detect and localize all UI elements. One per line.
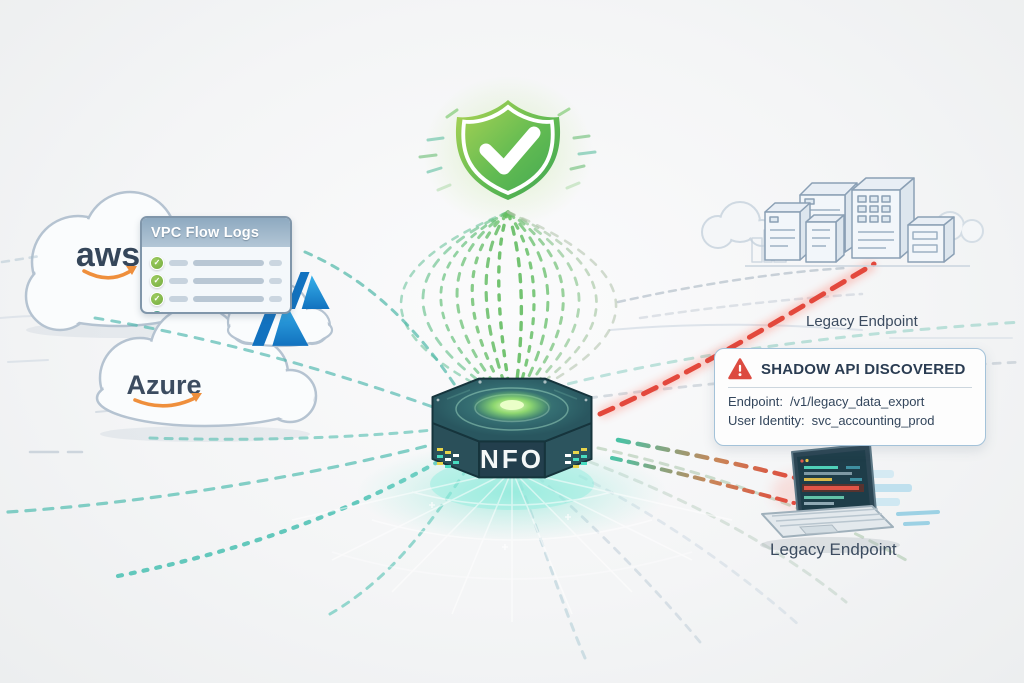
legacy-endpoint-label-buildings: Legacy Endpoint <box>806 313 918 330</box>
log-row: ✓ <box>150 310 282 312</box>
alert-endpoint-line: Endpoint: /v1/legacy_data_export <box>728 394 972 409</box>
azure-smile-icon <box>133 393 202 408</box>
vpc-flow-logs-panel: VPC Flow Logs ✓ ✓ ✓ ✓ <box>140 216 292 314</box>
device-led-lights <box>437 448 587 468</box>
divider <box>728 387 972 388</box>
endpoint-value: /v1/legacy_data_export <box>789 394 925 409</box>
check-circle-icon: ✓ <box>150 274 164 288</box>
legacy-laptop <box>760 443 940 553</box>
alert-flow-line-buildings <box>597 259 877 420</box>
identity-label: User Identity: <box>728 413 805 428</box>
shadow-api-alert-card: SHADOW API DISCOVERED Endpoint: /v1/lega… <box>714 348 986 446</box>
alert-identity-line: User Identity: svc_accounting_prod <box>728 413 972 428</box>
warning-triangle-icon <box>728 358 752 380</box>
check-circle-icon: ✓ <box>150 256 164 270</box>
shield-rays <box>418 107 597 192</box>
alert-header: SHADOW API DISCOVERED <box>728 358 972 380</box>
endpoint-label: Endpoint: <box>728 394 783 409</box>
vpc-panel-body: ✓ ✓ ✓ ✓ <box>142 247 290 312</box>
checkmark-icon <box>479 126 541 175</box>
azure-cloud: Azure <box>95 304 318 442</box>
device-label: NFO <box>480 444 544 474</box>
log-row: ✓ <box>150 256 282 270</box>
vpc-panel-header: VPC Flow Logs <box>142 218 290 247</box>
log-row: ✓ <box>150 274 282 288</box>
vpc-panel-title: VPC Flow Logs <box>151 224 260 241</box>
flow-lines-green-fan <box>399 210 618 405</box>
aws-smile-icon <box>82 266 137 280</box>
identity-value: svc_accounting_prod <box>811 413 935 428</box>
legacy-buildings <box>745 177 970 267</box>
check-circle-icon: ✓ <box>150 310 164 312</box>
laptop-speed-dashes <box>868 470 940 526</box>
log-row: ✓ <box>150 292 282 306</box>
legacy-endpoint-label-laptop: Legacy Endpoint <box>770 540 897 559</box>
alert-title: SHADOW API DISCOVERED <box>761 360 966 378</box>
azure-label-text: Azure <box>126 370 201 400</box>
shield-check-icon <box>418 76 597 228</box>
nfo-device: NFO <box>431 377 593 479</box>
laptop-code-lines <box>802 466 864 505</box>
check-circle-icon: ✓ <box>150 292 164 306</box>
